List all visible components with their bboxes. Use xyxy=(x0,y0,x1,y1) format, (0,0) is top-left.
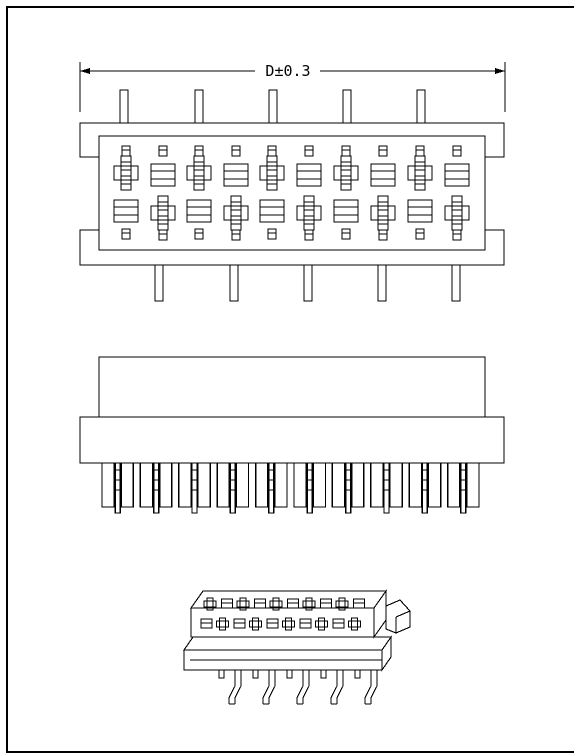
contact-column xyxy=(296,145,322,241)
isometric-contact xyxy=(253,598,267,609)
isometric-contact xyxy=(203,597,217,611)
side-lower-body xyxy=(79,416,505,464)
side-pin xyxy=(216,462,237,514)
side-pin xyxy=(350,462,365,508)
isometric-contact xyxy=(269,597,283,611)
bottom-pins xyxy=(154,264,461,302)
isometric-contact xyxy=(302,597,316,611)
side-view xyxy=(79,356,505,514)
isometric-contact xyxy=(266,618,279,629)
isometric-pin xyxy=(354,669,378,705)
isometric-contact xyxy=(347,617,362,631)
dimension-label: D±0.3 xyxy=(265,62,310,80)
side-upper-body xyxy=(98,356,486,418)
side-pin xyxy=(466,462,480,508)
side-pin xyxy=(274,462,288,508)
top-pins xyxy=(119,89,426,124)
housing-outline xyxy=(79,122,505,266)
isometric-contact xyxy=(200,618,213,629)
contact-column xyxy=(370,145,396,241)
housing-inner xyxy=(98,135,486,251)
isometric-contact xyxy=(281,617,296,631)
side-pins xyxy=(101,462,480,514)
side-pin xyxy=(235,462,250,508)
side-pin xyxy=(254,462,275,514)
contact-column xyxy=(150,145,176,241)
contact-column xyxy=(444,145,470,241)
side-pin xyxy=(312,462,327,508)
isometric-contact xyxy=(220,598,234,609)
isometric-contact xyxy=(299,618,312,629)
side-pin xyxy=(139,462,160,514)
contact-column xyxy=(333,145,359,240)
contact-column xyxy=(113,145,139,240)
isometric-contact xyxy=(248,617,263,631)
side-pin xyxy=(331,462,352,514)
isometric-contact xyxy=(233,618,246,629)
side-pin xyxy=(408,462,429,514)
isometric-contact xyxy=(335,597,349,611)
side-pin xyxy=(446,462,467,514)
isometric-pin xyxy=(320,669,344,705)
isometric-pin xyxy=(286,669,310,705)
side-pin xyxy=(293,462,313,514)
isometric-pin xyxy=(252,669,276,705)
isometric-contacts xyxy=(200,597,366,631)
side-pin xyxy=(427,462,442,508)
side-pin xyxy=(120,462,135,508)
isometric-contact xyxy=(352,598,366,609)
side-pin xyxy=(197,462,211,508)
isometric-pin xyxy=(218,669,242,705)
top-view: D±0.3 xyxy=(79,62,506,302)
contact-array xyxy=(113,145,470,241)
contact-column xyxy=(223,145,249,241)
isometric-contact xyxy=(319,598,333,609)
side-pin xyxy=(178,462,198,514)
isometric-contact xyxy=(332,618,345,629)
contact-column xyxy=(407,145,433,240)
side-pin xyxy=(158,462,173,508)
contact-column xyxy=(186,145,212,240)
isometric-contact xyxy=(236,597,250,611)
side-pin xyxy=(370,462,390,514)
isometric-contact xyxy=(215,617,230,631)
dimension-d: D±0.3 xyxy=(79,62,506,112)
sheet-border xyxy=(6,6,574,753)
isometric-contact xyxy=(286,598,300,609)
contact-column xyxy=(259,145,285,240)
isometric-view xyxy=(182,589,411,705)
side-pin xyxy=(101,462,121,514)
isometric-contact xyxy=(314,617,329,631)
isometric-pins xyxy=(218,669,378,705)
side-pin xyxy=(389,462,403,508)
